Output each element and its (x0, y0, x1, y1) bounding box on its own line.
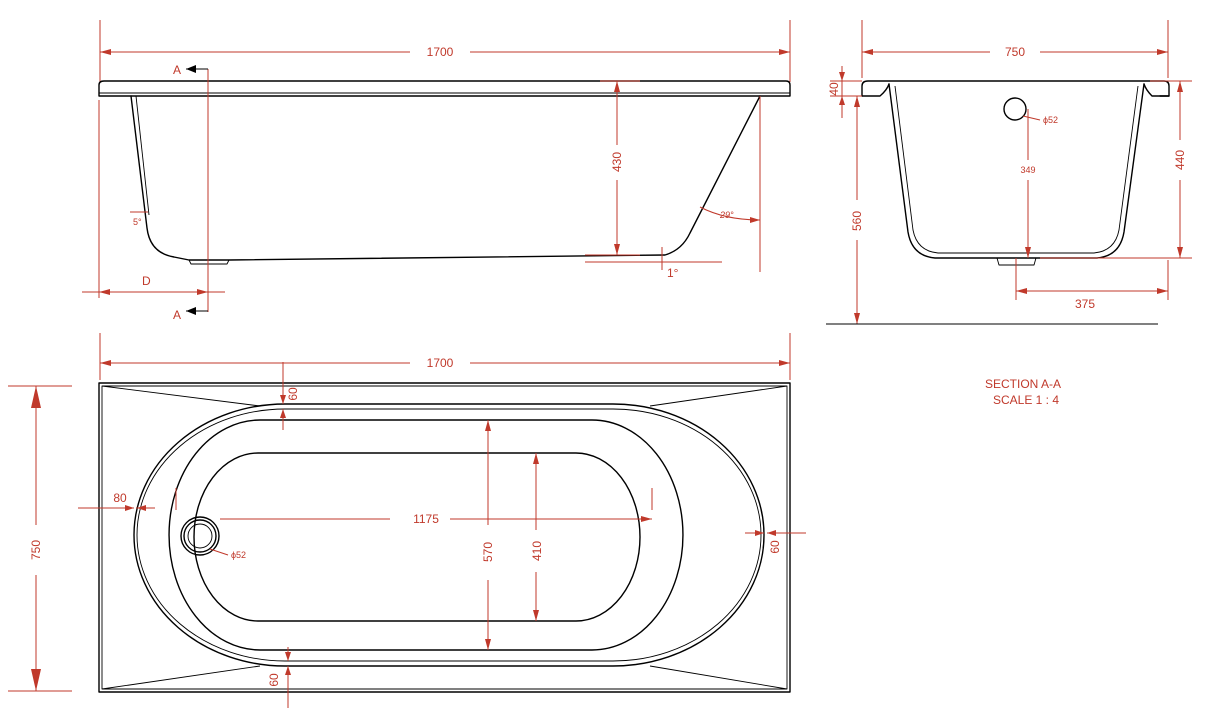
overflow-height-label: 349 (1020, 165, 1035, 175)
section-mark-top: A (173, 63, 181, 77)
plan-length-label: 1700 (427, 356, 454, 370)
plan-tub-outline (98, 382, 791, 693)
end-drain-dimension: 375 (1015, 258, 1169, 311)
end-height-dimension: 560 (826, 96, 1158, 325)
section-scale: SCALE 1 : 4 (993, 393, 1059, 407)
rim-top-label: 60 (286, 387, 300, 401)
plan-rim-right-dimension: 60 (745, 530, 806, 554)
plan-basin-inner-dimension: 410 (530, 453, 544, 621)
basin-inner-label: 410 (530, 541, 544, 561)
drain-offset-label: 375 (1075, 297, 1095, 311)
inner-depth-label: 440 (1173, 150, 1187, 170)
end-tub-outline (861, 80, 1170, 266)
side-wall-angle: 5° (130, 211, 148, 227)
section-label: SECTION A-A SCALE 1 : 4 (985, 377, 1061, 407)
drain-diameter-label: ϕ52 (231, 550, 246, 560)
plan-basin-length-dimension: 1175 (175, 488, 653, 526)
end-rim-dimension: 40 (827, 66, 862, 118)
plan-width-label: 750 (29, 540, 43, 560)
section-line-a: A A (173, 63, 209, 322)
side-view: 1700 A A 430 (82, 20, 791, 322)
side-tub-outline (98, 80, 791, 265)
end-angle-label: 29° (719, 210, 734, 220)
basin-outer-label: 570 (481, 542, 495, 562)
plan-rim-bottom-dimension: 60 (267, 647, 291, 708)
plan-drain-dimension: ϕ52 (209, 548, 246, 560)
plan-rim-top-dimension: 60 (280, 362, 300, 430)
rim-bottom-label: 60 (267, 673, 281, 687)
end-width-label: 750 (1005, 45, 1025, 59)
plan-width-dimension: 750 (8, 385, 72, 692)
overall-height-label: 560 (850, 211, 864, 231)
end-view: 750 349 ϕ52 40 (826, 20, 1192, 325)
rim-left-label: 80 (113, 491, 127, 505)
drain-ref-label: D (142, 274, 151, 288)
rim-right-label: 60 (768, 540, 782, 554)
side-length-label: 1700 (427, 45, 454, 59)
basin-length-label: 1175 (413, 512, 439, 526)
wall-angle-label: 5° (133, 217, 142, 227)
end-depth-dimension: 440 (1040, 80, 1192, 259)
plan-length-dimension: 1700 (99, 333, 791, 380)
side-end-angle: 29° (699, 96, 761, 272)
plan-rim-left-dimension: 80 (78, 491, 155, 511)
overflow-diameter-label: ϕ52 (1043, 115, 1058, 125)
plan-view: 1700 750 (8, 333, 806, 708)
side-length-dimension: 1700 (99, 20, 791, 82)
section-mark-bottom: A (173, 308, 181, 322)
side-depth-dimension: 430 (585, 80, 640, 256)
side-depth-label: 430 (610, 152, 624, 172)
section-title: SECTION A-A (985, 377, 1061, 391)
rim-height-label: 40 (827, 82, 841, 96)
end-width-dimension: 750 (861, 20, 1169, 78)
side-drain-reference: D (82, 100, 225, 298)
side-floor-slope: 1° (585, 247, 722, 280)
end-overflow-dimension: 349 ϕ52 (1020, 109, 1058, 258)
floor-slope-label: 1° (667, 266, 679, 280)
plan-basin-outer-dimension: 570 (481, 420, 495, 650)
